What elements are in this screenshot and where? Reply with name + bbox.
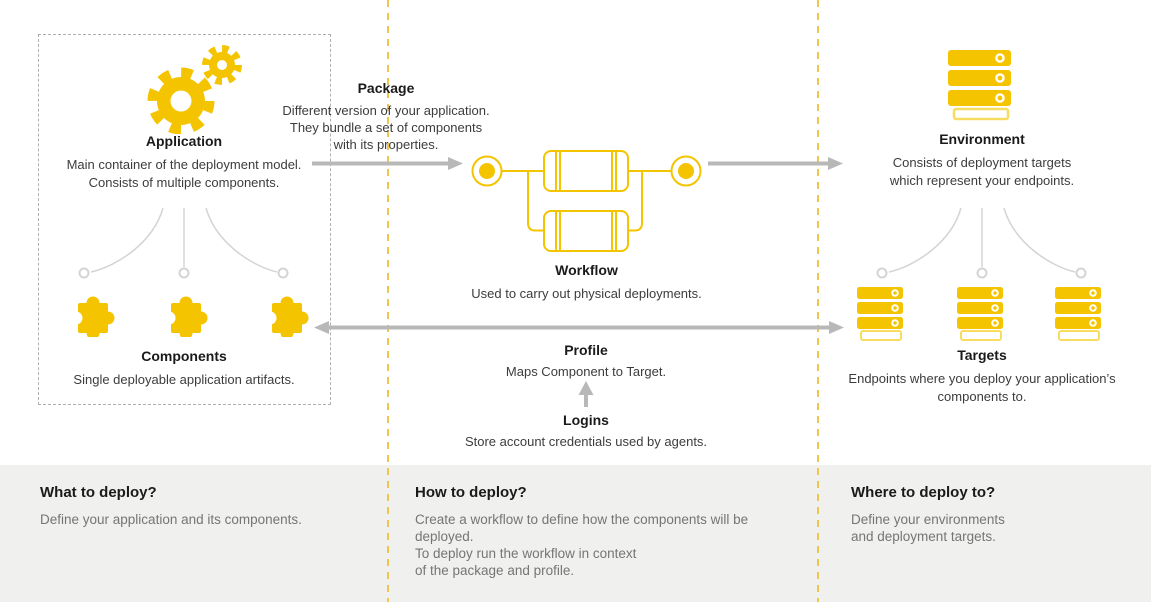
target-server-icon (1055, 287, 1101, 341)
logins-title: Logins (563, 412, 609, 428)
footer-where-title: Where to deploy to? (851, 484, 996, 501)
environment-node: Environment Consists of deployment targe… (862, 131, 1102, 190)
tree-connector-icon (876, 207, 1087, 279)
application-title: Application (145, 133, 223, 149)
components-title: Components (141, 348, 227, 364)
environment-desc: Consists of deployment targets which rep… (889, 155, 1075, 188)
footer-where-to-deploy: Where to deploy to? Define your environm… (851, 484, 1131, 545)
double-arrow-icon (314, 321, 844, 334)
column-divider-right (817, 0, 819, 602)
footer-what-desc: Define your application and its componen… (40, 512, 302, 527)
package-title: Package (357, 80, 415, 96)
application-boundary-box (38, 34, 331, 405)
gears-icon (147, 45, 242, 134)
application-desc: Main container of the deployment model. … (66, 157, 302, 190)
components-node: Components Single deployable application… (39, 348, 329, 389)
tree-connector-icon (78, 207, 289, 279)
profile-title: Profile (564, 342, 608, 358)
footer-what-title: What to deploy? (40, 484, 157, 501)
profile-node: Profile Maps Component to Target. (471, 342, 701, 381)
targets-node: Targets Endpoints where you deploy your … (841, 347, 1123, 406)
footer-how-title: How to deploy? (415, 484, 527, 501)
package-node: Package Different version of your applic… (270, 80, 502, 153)
footer-how-desc: Create a workflow to define how the comp… (415, 512, 749, 578)
environment-title: Environment (939, 131, 1025, 147)
targets-title: Targets (957, 347, 1007, 363)
workflow-desc: Used to carry out physical deployments. (471, 286, 702, 301)
application-node: Application Main container of the deploy… (39, 133, 329, 192)
footer-what-to-deploy: What to deploy? Define your application … (40, 484, 370, 528)
targets-desc: Endpoints where you deploy your applicat… (848, 371, 1116, 404)
workflow-process-icon (471, 150, 702, 252)
column-divider-left (387, 0, 389, 602)
footer-band (0, 465, 1151, 602)
server-stack-icon (948, 50, 1011, 121)
arrow-up-icon (578, 381, 594, 407)
workflow-node: Workflow Used to carry out physical depl… (459, 262, 714, 303)
logins-node: Logins Store account credentials used by… (451, 412, 721, 451)
arrow-right-icon (312, 157, 463, 170)
package-desc: Different version of your application. T… (282, 103, 490, 152)
footer-how-to-deploy: How to deploy? Create a workflow to defi… (415, 484, 805, 579)
profile-desc: Maps Component to Target. (505, 364, 667, 379)
puzzle-piece-icon (263, 296, 309, 337)
footer-where-desc: Define your environments and deployment … (851, 512, 1005, 544)
components-desc: Single deployable application artifacts. (73, 372, 295, 387)
target-server-icon (857, 287, 903, 341)
target-server-icon (957, 287, 1003, 341)
logins-desc: Store account credentials used by agents… (464, 434, 708, 449)
puzzle-piece-icon (69, 296, 115, 337)
workflow-title: Workflow (555, 262, 618, 278)
puzzle-piece-icon (162, 296, 208, 337)
arrow-right-icon (708, 157, 843, 170)
